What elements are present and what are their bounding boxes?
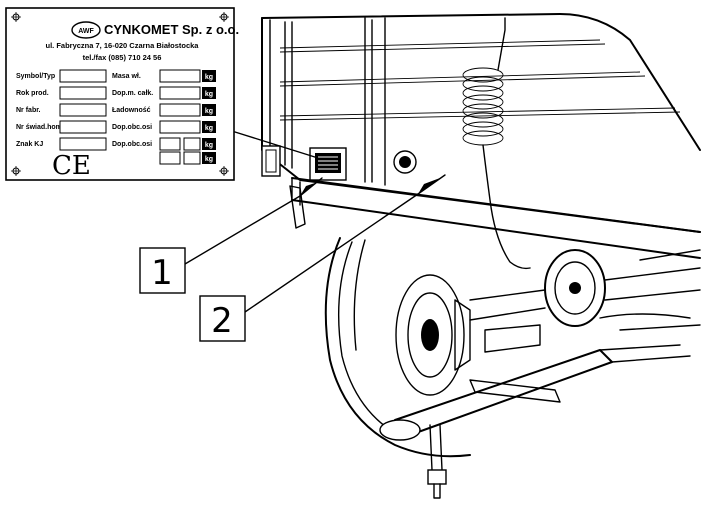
company-address: ul. Fabryczna 7, 16-020 Czarna Białostoc… xyxy=(46,41,200,50)
rating-plate: AWF CYNKOMET Sp. z o.o. ul. Fabryczna 7,… xyxy=(5,7,239,181)
plate-fields: Symbol/Typ Rok prod. Nr fabr. Nr świad.h… xyxy=(16,69,216,165)
unit-label: kg xyxy=(205,74,213,81)
callout-1-number: 1 xyxy=(151,253,173,293)
field-label-left: Nr fabr. xyxy=(16,107,41,114)
screw-icon xyxy=(11,12,229,176)
callout-2: 2 xyxy=(199,295,246,342)
callout-1-leader xyxy=(184,195,301,265)
callout-2-leader xyxy=(244,193,419,313)
field-label-left: Rok prod. xyxy=(16,90,49,97)
field-label-left: Symbol/Typ xyxy=(16,73,55,80)
field-label-right: Dop.m. całk. xyxy=(112,90,153,97)
ce-mark: CE xyxy=(52,151,91,181)
plate-leader xyxy=(234,131,319,159)
unit-label: kg xyxy=(205,108,213,115)
trailer-drawing xyxy=(261,13,701,499)
company-phone: tel./fax (085) 710 24 56 xyxy=(83,53,162,62)
field-label-right: Dop.obc.osi xyxy=(112,124,152,131)
logo-text: AWF xyxy=(78,28,94,35)
field-label-right: Ładowność xyxy=(112,107,151,114)
company-logo xyxy=(71,21,101,39)
callout-2-number: 2 xyxy=(211,301,233,341)
field-label-left: Znak KJ xyxy=(16,141,43,148)
unit-label: kg xyxy=(205,91,213,98)
company-name: CYNKOMET Sp. z o.o. xyxy=(104,22,239,37)
field-label-left: Nr świad.hom. xyxy=(16,124,64,131)
unit-label: kg xyxy=(205,142,213,149)
unit-label: kg xyxy=(205,156,213,163)
field-label-right: Dop.obc.osi xyxy=(112,141,152,148)
field-label-right: Masa wł. xyxy=(112,73,141,80)
unit-label: kg xyxy=(205,125,213,132)
callout-1: 1 xyxy=(139,247,186,294)
